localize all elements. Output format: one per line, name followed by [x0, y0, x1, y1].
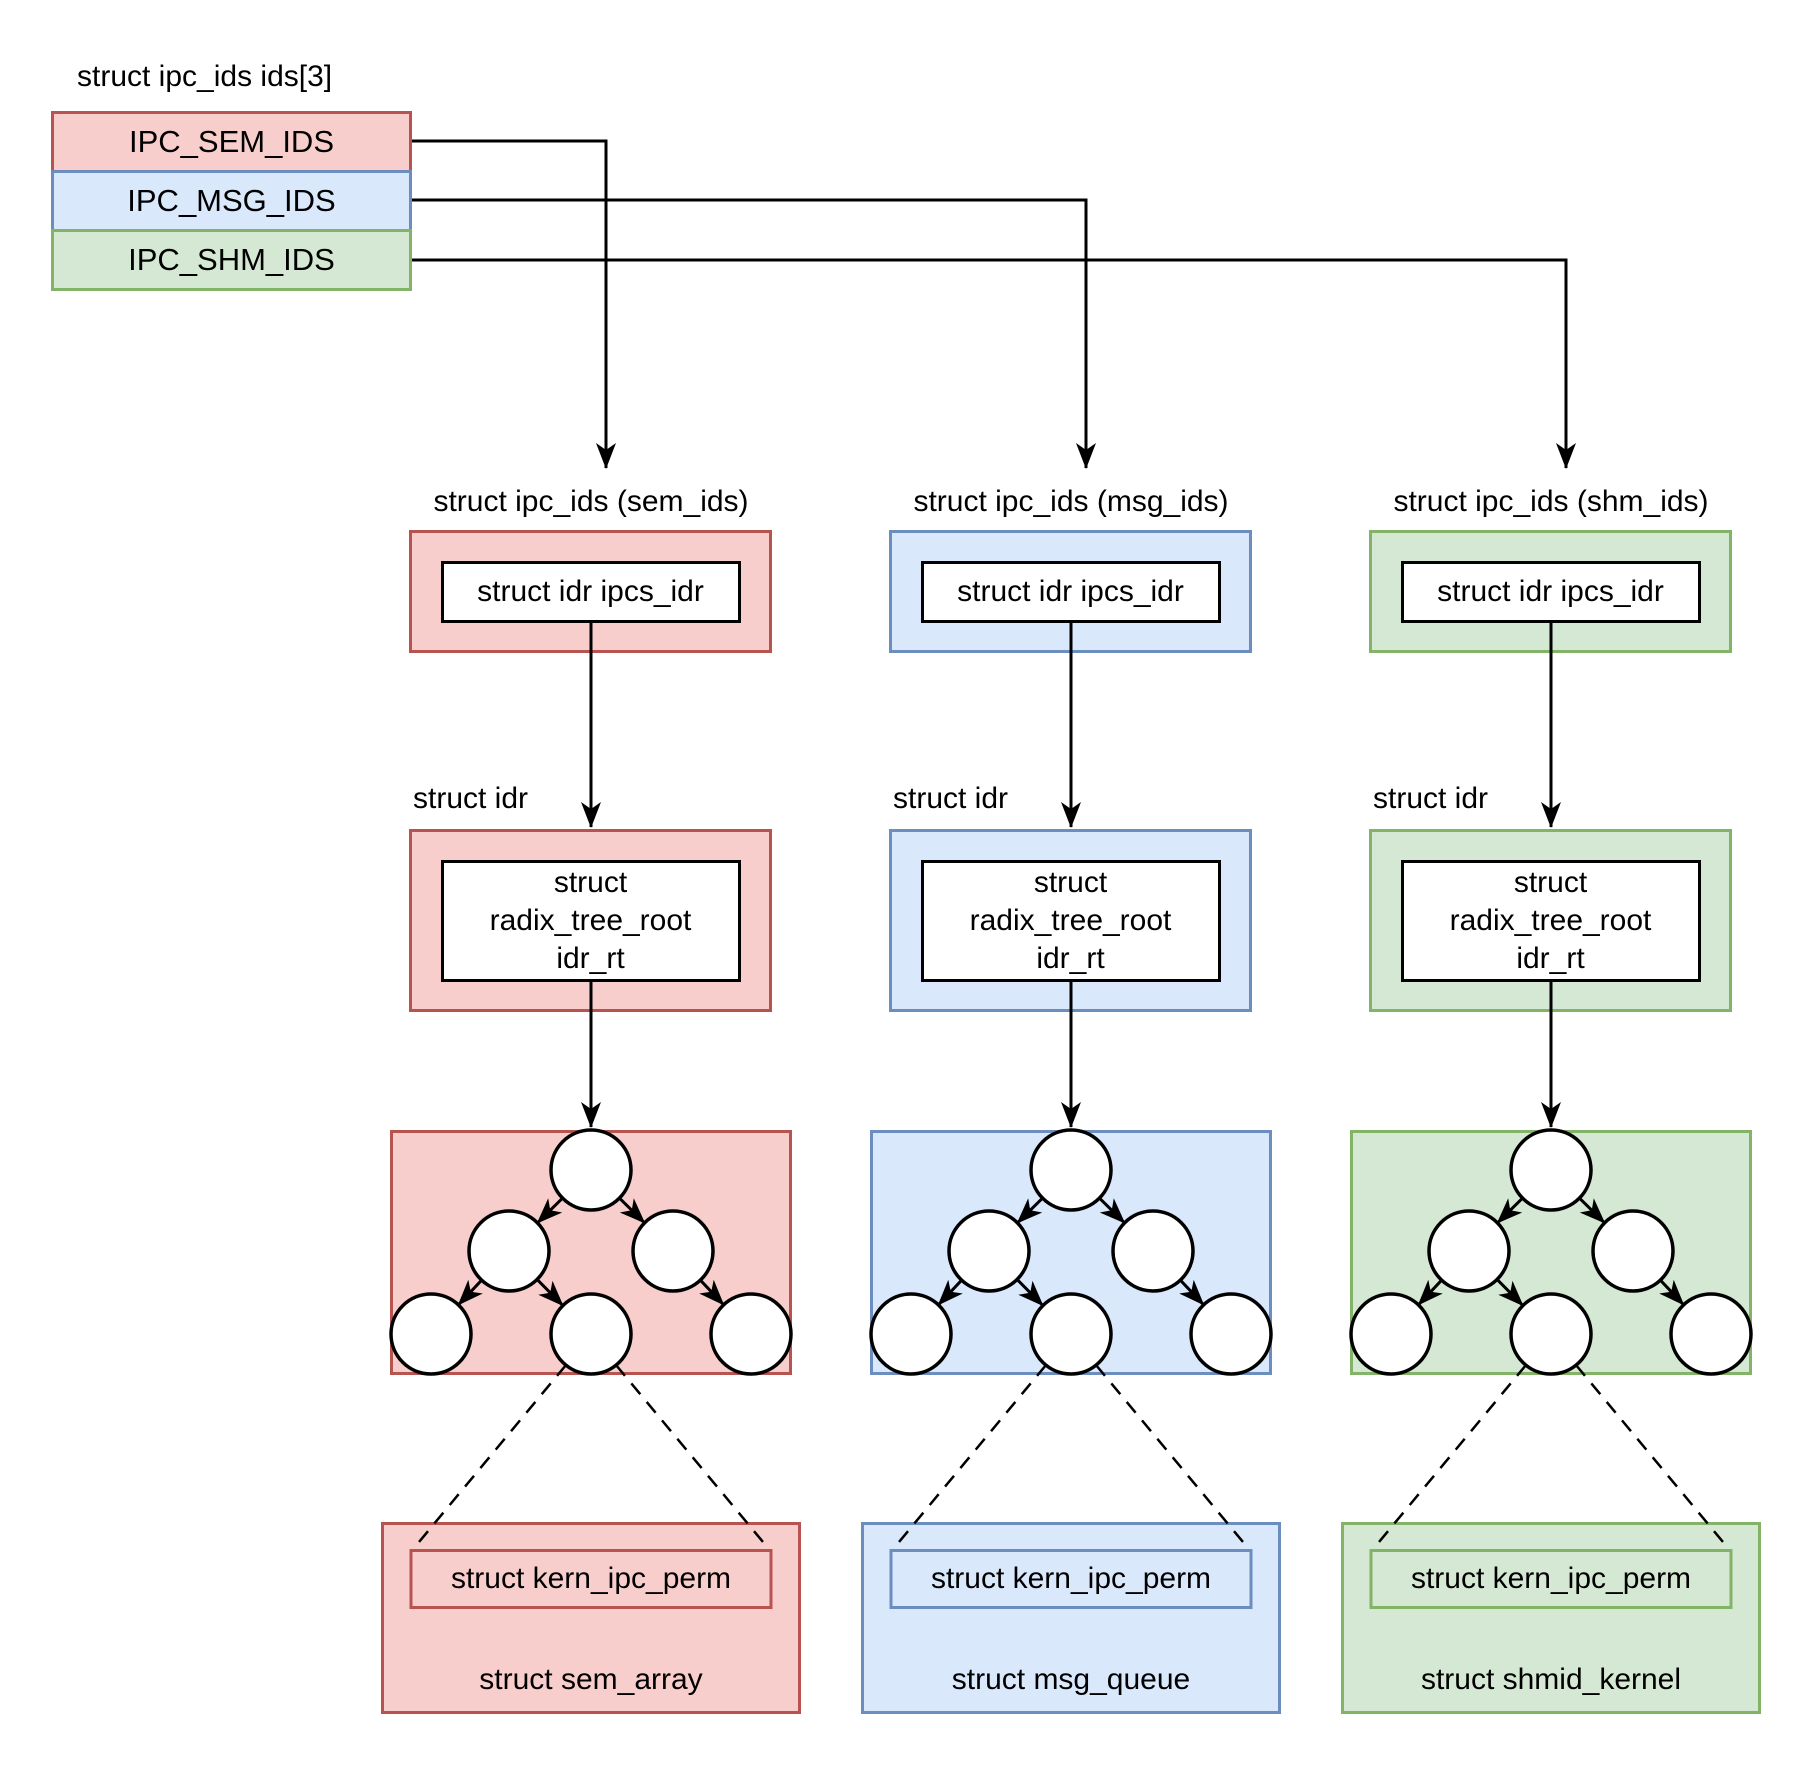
radix-tree-box-msg: [870, 1130, 1272, 1375]
column-shm-ids: struct ipc_ids (shm_ids) struct idr ipcs…: [1341, 0, 1761, 1771]
radix-line: radix_tree_root: [969, 903, 1172, 937]
kern-ipc-perm-box-msg: struct kern_ipc_perm: [889, 1549, 1253, 1609]
kern-ipc-perm-box-sem: struct kern_ipc_perm: [409, 1549, 773, 1609]
radix-line: radix_tree_root: [489, 903, 692, 937]
instance-label-msg: struct msg_queue: [951, 1663, 1191, 1696]
radix-line: struct: [553, 865, 628, 899]
ipcs-idr-box-shm: struct idr ipcs_idr: [1400, 560, 1701, 623]
ipc-ids-array: IPC_SEM_IDS IPC_MSG_IDS IPC_SHM_IDS: [51, 111, 412, 291]
legend-row-ipc-msg-ids: IPC_MSG_IDS: [51, 170, 412, 232]
idr-struct-label-sem: struct idr: [413, 782, 529, 815]
radix-tree-box-sem: [390, 1130, 792, 1375]
legend-row-ipc-shm-ids: IPC_SHM_IDS: [51, 229, 412, 291]
ipc-ids-box-shm: struct idr ipcs_idr: [1369, 530, 1732, 653]
ipcs-idr-box-sem: struct idr ipcs_idr: [440, 560, 741, 623]
idr-struct-label-shm: struct idr: [1373, 782, 1489, 815]
radix-tree-box-shm: [1350, 1130, 1752, 1375]
instance-label-sem: struct sem_array: [479, 1663, 703, 1696]
column-header-sem: struct ipc_ids (sem_ids): [433, 485, 749, 518]
shmid-kernel-box: struct kern_ipc_perm struct shmid_kernel: [1341, 1522, 1761, 1714]
msg-queue-box: struct kern_ipc_perm struct msg_queue: [861, 1522, 1281, 1714]
sem-array-box: struct kern_ipc_perm struct sem_array: [381, 1522, 801, 1714]
idr-box-shm: struct radix_tree_root idr_rt: [1369, 829, 1732, 1012]
kern-ipc-perm-box-shm: struct kern_ipc_perm: [1369, 1549, 1733, 1609]
ipc-ids-box-sem: struct idr ipcs_idr: [409, 530, 772, 653]
radix-line: idr_rt: [556, 941, 625, 975]
radix-tree-root-box-sem: struct radix_tree_root idr_rt: [440, 859, 741, 982]
radix-line: idr_rt: [1516, 941, 1585, 975]
radix-line: radix_tree_root: [1449, 903, 1652, 937]
radix-line: struct: [1033, 865, 1108, 899]
column-msg-ids: struct ipc_ids (msg_ids) struct idr ipcs…: [861, 0, 1281, 1771]
idr-struct-label-msg: struct idr: [893, 782, 1009, 815]
legend-row-ipc-sem-ids: IPC_SEM_IDS: [51, 111, 412, 173]
ipc-ids-box-msg: struct idr ipcs_idr: [889, 530, 1252, 653]
ipcs-idr-box-msg: struct idr ipcs_idr: [920, 560, 1221, 623]
column-sem-ids: struct ipc_ids (sem_ids) struct idr ipcs…: [381, 0, 801, 1771]
radix-line: idr_rt: [1036, 941, 1105, 975]
idr-box-sem: struct radix_tree_root idr_rt: [409, 829, 772, 1012]
radix-line: struct: [1513, 865, 1588, 899]
idr-box-msg: struct radix_tree_root idr_rt: [889, 829, 1252, 1012]
column-header-shm: struct ipc_ids (shm_ids): [1393, 485, 1709, 518]
column-header-msg: struct ipc_ids (msg_ids): [913, 485, 1229, 518]
radix-tree-root-box-shm: struct radix_tree_root idr_rt: [1400, 859, 1701, 982]
radix-tree-root-box-msg: struct radix_tree_root idr_rt: [920, 859, 1221, 982]
instance-label-shm: struct shmid_kernel: [1420, 1663, 1682, 1696]
array-title-label: struct ipc_ids ids[3]: [77, 60, 333, 93]
